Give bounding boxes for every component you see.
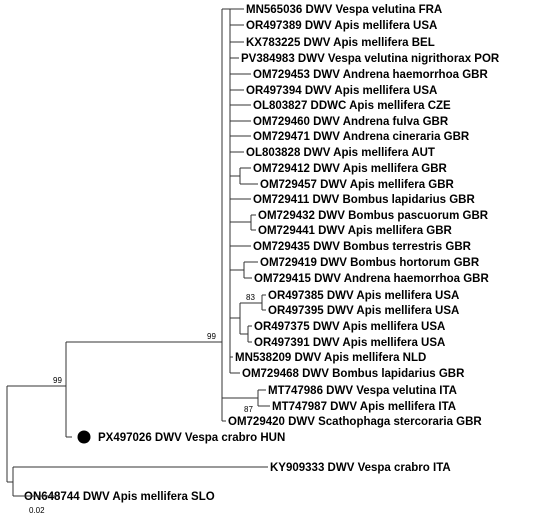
leaf-label: OM729457 DWV Apis mellifera GBR: [260, 179, 455, 191]
leaf-label: OM729441 DWV Apis mellifera GBR: [258, 225, 453, 237]
leaf-label: OR497391 DWV Apis mellifera USA: [254, 337, 445, 349]
leaf-label: OM729411 DWV Bombus lapidarius GBR: [253, 194, 475, 206]
leaf-label: OR497385 DWV Apis mellifera USA: [268, 290, 459, 302]
support-value: 83: [246, 293, 255, 302]
leaf-label: OL803827 DDWC Apis mellifera CZE: [253, 100, 451, 112]
leaf-label: OM729468 DWV Bombus lapidarius GBR: [242, 368, 465, 380]
leaf-label highlighted-leaf-label: PX497026 DWV Vespa crabro HUN: [98, 432, 285, 444]
tree-branches: [6, 8, 270, 497]
leaf-labels: MN565036 DWV Vespa velutina FRA OR497389…: [24, 4, 500, 503]
leaf-label: OR497375 DWV Apis mellifera USA: [254, 321, 445, 333]
support-values: 99 99 83 87: [53, 293, 255, 414]
leaf-label: OM729435 DWV Bombus terrestris GBR: [253, 241, 472, 253]
leaf-label: OL803828 DWV Apis mellifera AUT: [246, 147, 435, 159]
leaf-label: MT747986 DWV Vespa velutina ITA: [268, 385, 457, 397]
leaf-label: PV384983 DWV Vespa velutina nigrithorax …: [241, 53, 500, 65]
leaf-label: OM729460 DWV Andrena fulva GBR: [253, 116, 449, 128]
support-value: 99: [53, 376, 62, 385]
leaf-label: MN565036 DWV Vespa velutina FRA: [246, 4, 442, 16]
leaf-label: OR497394 DWV Apis mellifera USA: [246, 85, 437, 97]
leaf-label: OM729412 DWV Apis mellifera GBR: [253, 163, 448, 175]
leaf-label: KY909333 DWV Vespa crabro ITA: [270, 462, 451, 474]
support-value: 99: [207, 332, 216, 341]
highlight-marker: [77, 430, 91, 444]
leaf-label: OM729420 DWV Scathophaga stercoraria GBR: [228, 416, 482, 428]
leaf-label: MT747987 DWV Apis mellifera ITA: [272, 401, 456, 413]
support-value: 87: [244, 405, 253, 414]
leaf-label: OM729453 DWV Andrena haemorrhoa GBR: [253, 69, 488, 81]
leaf-label: MN538209 DWV Apis mellifera NLD: [235, 352, 426, 364]
leaf-label: ON648744 DWV Apis mellifera SLO: [24, 491, 215, 503]
leaf-label: OM729415 DWV Andrena haemorrhoa GBR: [254, 273, 489, 285]
leaf-label: OM729471 DWV Andrena cineraria GBR: [253, 131, 470, 143]
leaf-label: OR497389 DWV Apis mellifera USA: [246, 20, 437, 32]
leaf-label: OR497395 DWV Apis mellifera USA: [268, 305, 459, 317]
leaf-label: KX783225 DWV Apis mellifera BEL: [246, 37, 435, 49]
leaf-label: OM729419 DWV Bombus hortorum GBR: [260, 257, 480, 269]
leaf-label: OM729432 DWV Bombus pascuorum GBR: [258, 210, 489, 222]
scale-bar-label: 0.02: [29, 506, 45, 515]
